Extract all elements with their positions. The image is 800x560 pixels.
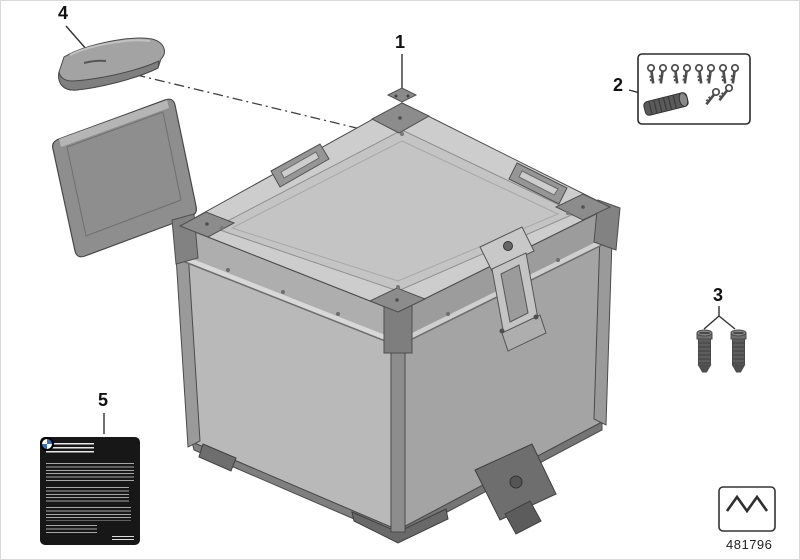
topcase-latch [479,226,547,352]
callout-5[interactable]: 5 [98,390,109,410]
warning-label [40,437,140,545]
screw [730,329,747,373]
callout-leader-lines [65,25,736,434]
backrest-mounting-plate [52,98,197,258]
label-text-lines [46,463,134,483]
lock-cylinder [643,92,689,116]
label-text-lines [46,487,129,503]
label-footnote-lines [112,536,134,541]
zigzag-symbol-box [718,486,776,532]
label-text-lines [46,525,98,533]
backrest-pad [58,37,165,91]
topcase-bottom-bracket [198,443,557,535]
part-number: 481796 [726,537,773,552]
bmw-roundel-icon [40,437,54,451]
callout-2[interactable]: 2 [613,75,624,95]
zigzag-icon [725,494,769,514]
lock-set-box [637,53,751,125]
topcase [171,87,621,544]
callout-3[interactable]: 3 [713,285,724,305]
assembly-dash-line [115,69,395,138]
label-title-lines [46,443,94,453]
label-text-lines [46,507,132,521]
screw [696,329,713,373]
callout-4[interactable]: 4 [58,3,69,23]
callout-1[interactable]: 1 [395,32,406,52]
topcase-handles [270,143,568,205]
mounting-screws [696,329,747,373]
